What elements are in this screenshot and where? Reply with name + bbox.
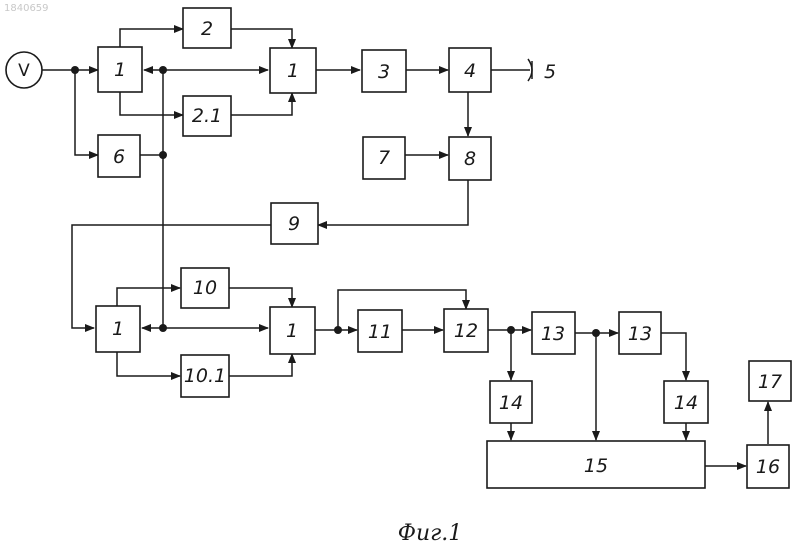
block-9: 9 (271, 203, 318, 244)
block-label: 3 (378, 61, 390, 83)
block-16: 16 (747, 445, 789, 488)
block-2: 2 (183, 8, 231, 48)
block-11: 11 (358, 310, 402, 352)
junction-dot (159, 66, 167, 74)
block-label: 8 (464, 148, 476, 170)
block-2-1: 2.1 (183, 96, 231, 136)
block-label: 4 (464, 60, 476, 82)
junction-dot (334, 326, 342, 334)
block-label: 16 (756, 456, 780, 478)
block-1b: 1 (270, 48, 316, 93)
block-1c: 1 (96, 306, 140, 352)
block-label: 15 (584, 455, 608, 477)
block-13b: 13 (619, 312, 661, 354)
figure-caption: Фиг.1 (398, 521, 463, 546)
voltage-source: V (6, 52, 42, 88)
block-label: 9 (288, 213, 300, 235)
junction-dot (159, 324, 167, 332)
block-4: 4 (449, 48, 491, 92)
block-label: 10.1 (184, 365, 226, 387)
block-12: 12 (444, 309, 488, 352)
block-label: 1 (114, 59, 126, 81)
block-3: 3 (362, 50, 406, 92)
block-10: 10 (181, 268, 229, 308)
block-label: 6 (113, 146, 125, 168)
junction-dot (592, 329, 600, 337)
block-13a: 13 (532, 312, 575, 354)
block-label: 1 (286, 320, 298, 342)
source-label: V (18, 61, 30, 81)
block-1a: 1 (98, 47, 142, 92)
block-17: 17 (749, 361, 791, 401)
block-label: 17 (758, 371, 782, 393)
junction-dot (507, 326, 515, 334)
block-label: 1 (287, 60, 299, 82)
block-label: 2.1 (192, 105, 222, 127)
junctions (71, 66, 600, 337)
junction-dot (71, 66, 79, 74)
block-label: 10 (193, 277, 217, 299)
document-id: 1840659 (4, 3, 49, 14)
block-14a: 14 (490, 381, 532, 423)
wires (41, 29, 768, 466)
block-14b: 14 (664, 381, 708, 423)
antenna-label: 5 (544, 61, 556, 83)
blocks: 1 2 2.1 1 3 4 6 7 (96, 8, 791, 488)
block-label: 14 (674, 392, 698, 414)
antenna: 5 (528, 59, 556, 83)
block-7: 7 (363, 137, 405, 179)
block-label: 1 (112, 318, 124, 340)
block-label: 12 (454, 320, 478, 342)
block-label: 13 (541, 323, 565, 345)
block-label: 2 (201, 18, 213, 40)
block-label: 7 (378, 147, 390, 169)
block-8: 8 (449, 137, 491, 180)
block-label: 14 (499, 392, 523, 414)
block-6: 6 (98, 135, 140, 177)
junction-dot (159, 151, 167, 159)
block-label: 11 (368, 321, 392, 343)
block-10-1: 10.1 (181, 355, 229, 397)
block-label: 13 (628, 323, 652, 345)
block-15: 15 (487, 441, 705, 488)
block-1d: 1 (270, 307, 315, 354)
